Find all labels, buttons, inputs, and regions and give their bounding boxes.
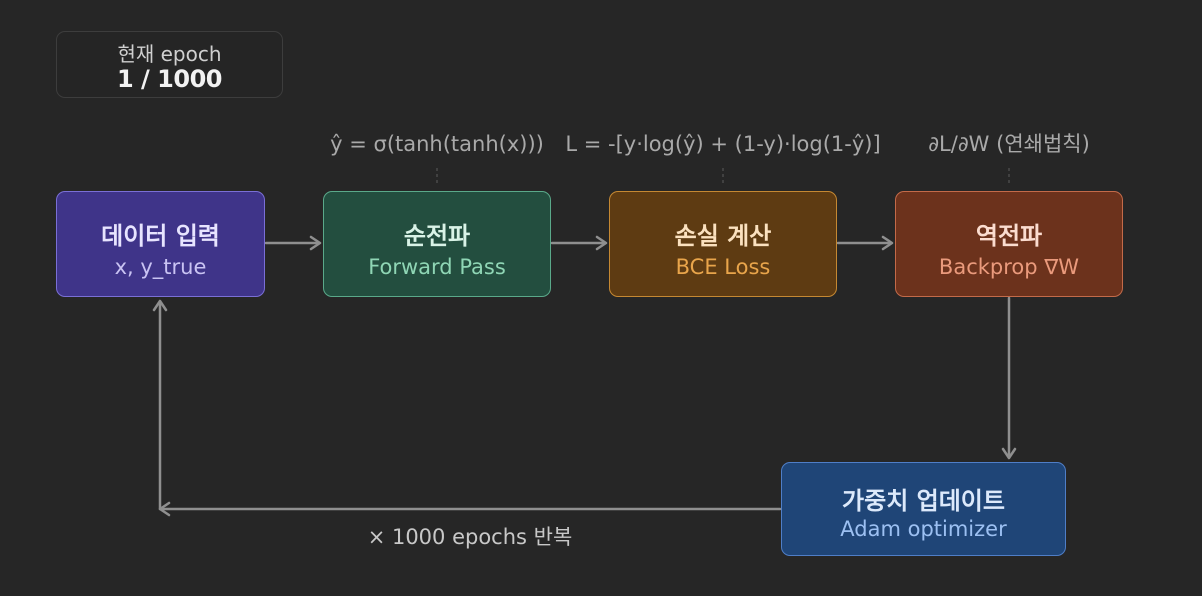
backprop-node: 역전파 Backprop ∇W bbox=[895, 191, 1123, 297]
backprop-formula: ∂L/∂W (연쇄법칙) bbox=[928, 132, 1090, 156]
weight-update-node: 가중치 업데이트 Adam optimizer bbox=[781, 462, 1066, 556]
loss-subtitle: BCE Loss bbox=[675, 255, 771, 279]
loop-repeat-label: × 1000 epochs 반복 bbox=[367, 525, 573, 549]
backprop-subtitle: Backprop ∇W bbox=[938, 255, 1080, 279]
loss-title: 손실 계산 bbox=[674, 222, 772, 250]
backprop-title: 역전파 bbox=[975, 222, 1043, 250]
arrowhead-loop-left bbox=[158, 501, 171, 517]
weight-update-subtitle: Adam optimizer bbox=[840, 517, 1007, 541]
epoch-counter-value: 1 / 1000 bbox=[117, 65, 222, 93]
loss-formula: L = -[y·log(ŷ) + (1-y)·log(1-ŷ)] bbox=[565, 132, 881, 156]
data-input-node: 데이터 입력 x, y_true bbox=[56, 191, 265, 297]
epoch-counter-label: 현재 epoch bbox=[117, 42, 222, 66]
arrowhead-loss-to-backprop bbox=[881, 235, 894, 251]
arrowhead-data-to-forward bbox=[309, 235, 322, 251]
forward-pass-title: 순전파 bbox=[403, 222, 471, 250]
data-input-title: 데이터 입력 bbox=[101, 222, 220, 250]
arrowhead-backprop-to-update bbox=[1001, 447, 1017, 460]
loss-node: 손실 계산 BCE Loss bbox=[609, 191, 837, 297]
arrowhead-update-to-data bbox=[152, 299, 168, 312]
forward-pass-subtitle: Forward Pass bbox=[368, 255, 506, 279]
epoch-counter: 현재 epoch 1 / 1000 bbox=[56, 31, 283, 98]
arrowhead-forward-to-loss bbox=[595, 235, 608, 251]
arrow-update-to-data bbox=[158, 300, 782, 511]
data-input-subtitle: x, y_true bbox=[114, 255, 207, 279]
weight-update-title: 가중치 업데이트 bbox=[842, 487, 1005, 515]
forward-pass-node: 순전파 Forward Pass bbox=[323, 191, 551, 297]
forward-formula: ŷ = σ(tanh(tanh(x))) bbox=[330, 132, 544, 156]
